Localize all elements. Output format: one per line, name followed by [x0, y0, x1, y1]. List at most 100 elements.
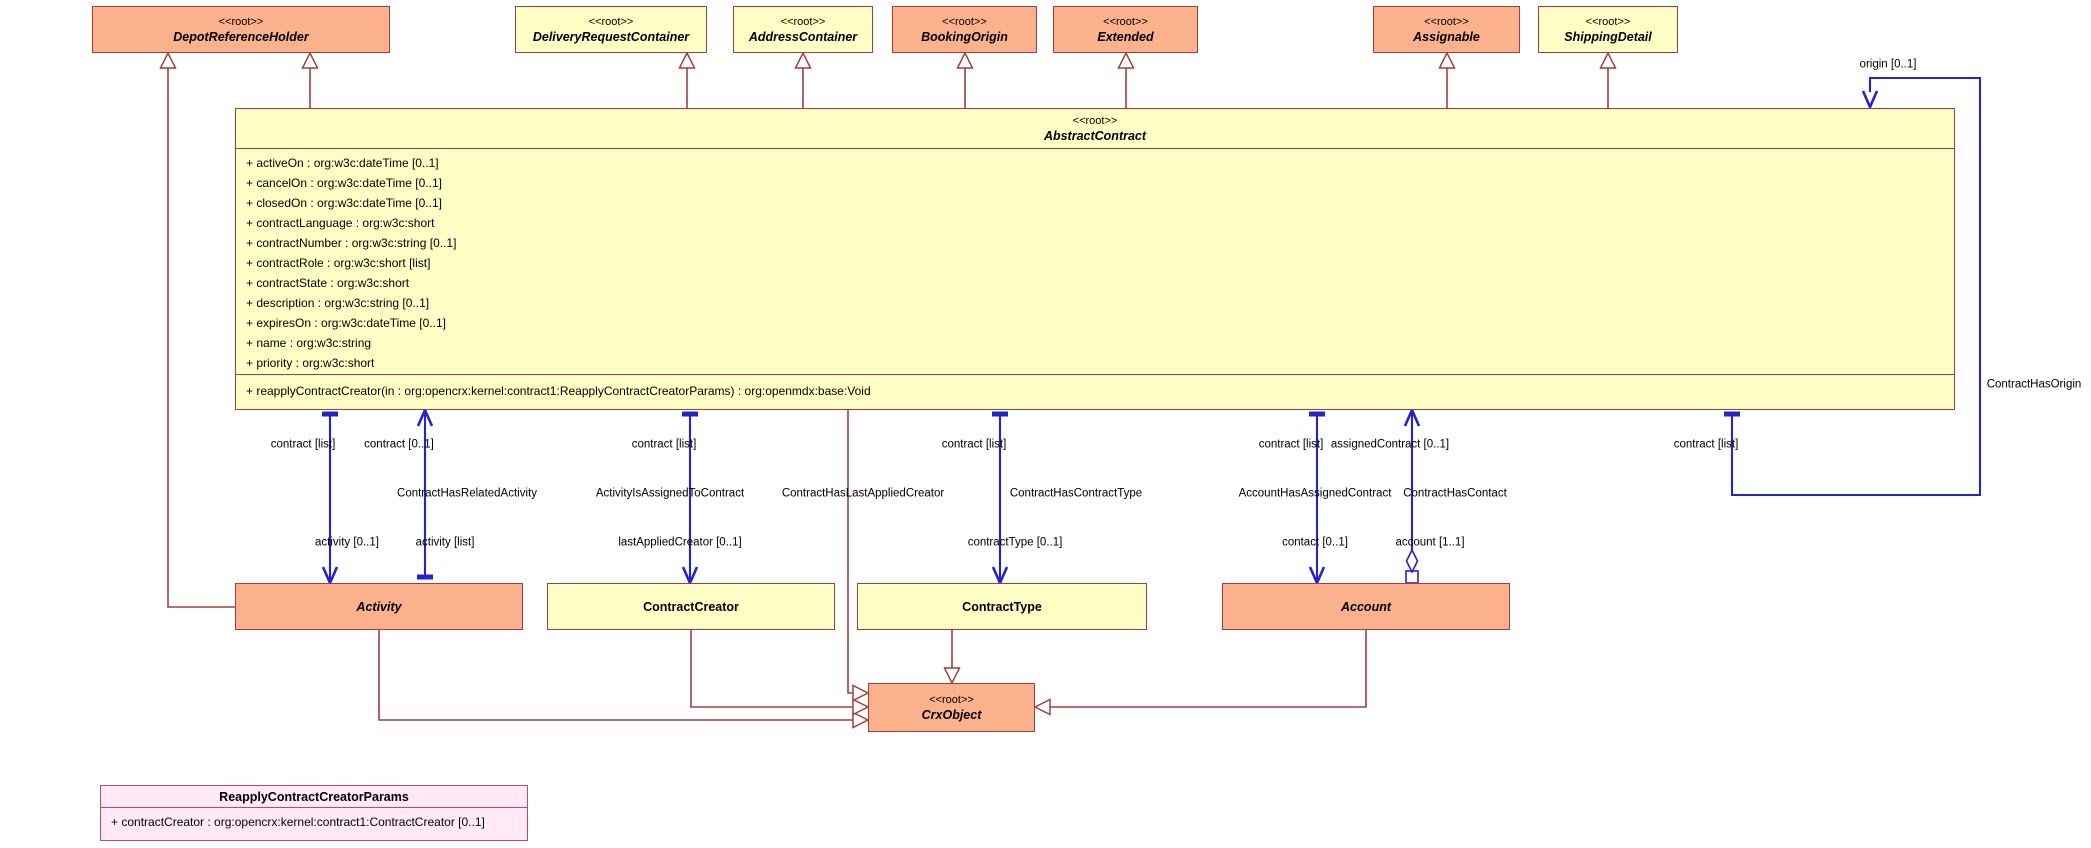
association-arrowhead-icon: [416, 406, 434, 427]
class-bookingorigin[interactable]: <<root>>BookingOrigin: [892, 6, 1037, 53]
gen-abstractcontract-to-crxobject: [847, 410, 870, 702]
class-title: <<root>>ShippingDetail: [1539, 7, 1677, 52]
association-arrowhead-icon: [1403, 406, 1421, 427]
operations-compartment-row: + reapplyContractCreator(in : org:opencr…: [246, 384, 871, 398]
class-assignable[interactable]: <<root>>Assignable: [1373, 6, 1520, 53]
class-activity[interactable]: Activity: [235, 583, 523, 630]
class-name: ContractType: [962, 599, 1042, 614]
class-title: <<root>>DepotReferenceHolder: [93, 7, 389, 52]
class-title: Activity: [236, 584, 522, 629]
class-title: <<root>>AddressContainer: [734, 7, 872, 52]
generalization-arrowhead-icon: [956, 51, 974, 69]
class-name: ShippingDetail: [1564, 29, 1652, 44]
class-extended[interactable]: <<root>>Extended: [1053, 6, 1198, 53]
attributes-compartment-row: + contractRole : org:w3c:short [list]: [246, 256, 431, 270]
generalization-arrowhead-icon: [159, 51, 177, 69]
class-crxobject[interactable]: <<root>>CrxObject: [868, 683, 1035, 732]
gen-abstractcontract-to-extended: [1117, 51, 1135, 108]
class-title: <<root>>DeliveryRequestContainer: [516, 7, 706, 52]
gen-contracttype-to-crxobject: [943, 630, 961, 685]
association-end-tick-icon: [992, 411, 1008, 417]
class-abstractcontract[interactable]: <<root>>AbstractContract+ activeOn : org…: [235, 108, 1955, 410]
generalization-arrowhead-icon: [678, 51, 696, 69]
class-deliveryrequestcontainer[interactable]: <<root>>DeliveryRequestContainer: [515, 6, 707, 53]
class-name: AbstractContract: [1043, 128, 1147, 143]
attributes-compartment-row: + name : org:w3c:string: [246, 336, 372, 350]
class-stereotype: <<root>>: [929, 693, 974, 706]
association-end-tick-icon: [1724, 411, 1740, 417]
class-name: Activity: [356, 599, 402, 614]
attributes-compartment-row: + contractState : org:w3c:short: [246, 276, 410, 290]
class-name: AddressContainer: [748, 29, 858, 44]
gen-abstractcontract-to-shippingdetail: [1599, 51, 1617, 108]
class-name: BookingOrigin: [921, 29, 1008, 44]
association-end-tick-icon: [322, 411, 338, 417]
generalization-arrowhead-icon: [1117, 51, 1135, 69]
generalization-arrowhead-icon: [794, 51, 812, 69]
class-stereotype: <<root>>: [1072, 114, 1118, 127]
class-name: Account: [1341, 599, 1391, 614]
class-account[interactable]: Account: [1222, 583, 1510, 630]
class-reapplycontractcreatorparams[interactable]: ReapplyContractCreatorParams + contractCr…: [100, 785, 528, 841]
class-title: <<root>>AbstractContract: [236, 109, 1954, 148]
class-title: <<root>>Assignable: [1374, 7, 1519, 52]
gen-activity-to-crxobject: [378, 630, 870, 729]
class-name: DeliveryRequestContainer: [532, 29, 690, 44]
attributes-compartment-row: + cancelOn : org:w3c:dateTime [0..1]: [246, 176, 442, 190]
attributes-compartment: + contractCreator : org:opencrx:kernel:c…: [101, 807, 527, 840]
association-arrowhead-icon: [1861, 90, 1879, 111]
attributes-compartment: + activeOn : org:w3c:dateTime [0..1] + ca…: [236, 148, 1954, 374]
class-contractcreator[interactable]: ContractCreator: [547, 583, 835, 630]
generalization-arrowhead-icon: [1438, 51, 1456, 69]
class-title: <<root>>BookingOrigin: [893, 7, 1036, 52]
attributes-compartment-row: + contractCreator : org:opencrx:kernel:c…: [111, 815, 485, 829]
association-end-tick-icon: [417, 574, 433, 580]
association-end-tick-icon: [1309, 411, 1325, 417]
class-title: ContractType: [858, 584, 1146, 629]
attributes-compartment-row: + contractLanguage : org:w3c:short: [246, 216, 435, 230]
association-end-tick-icon: [682, 411, 698, 417]
gen-abstractcontract-to-deliveryrequestcontainer: [678, 51, 696, 108]
class-title: ReapplyContractCreatorParams: [101, 786, 527, 807]
generalization-arrowhead-icon: [852, 711, 870, 729]
class-depotreferenceholder[interactable]: <<root>>DepotReferenceHolder: [92, 6, 390, 53]
generalization-arrowhead-icon: [852, 684, 870, 702]
class-title: Account: [1223, 584, 1509, 629]
gen-abstractcontract-to-bookingorigin: [956, 51, 974, 108]
generalization-arrowhead-icon: [852, 698, 870, 716]
class-stereotype: <<root>>: [1585, 15, 1631, 28]
attributes-compartment-row: + activeOn : org:w3c:dateTime [0..1]: [246, 156, 439, 170]
assoc-activityisassignedtocontract: [416, 406, 434, 580]
assoc-contracthasrelatedactivity: [321, 411, 339, 587]
attributes-compartment-row: + contractNumber : org:w3c:string [0..1]: [246, 236, 457, 250]
attributes-compartment-row: + closedOn : org:w3c:dateTime [0..1]: [246, 196, 442, 210]
generalization-arrowhead-icon: [1033, 698, 1051, 716]
gen-account-to-crxobject: [1033, 630, 1367, 716]
attributes-compartment-row: + priority : org:w3c:short: [246, 356, 375, 370]
generalization-arrowhead-icon: [301, 51, 319, 69]
generalization-arrowhead-icon: [1599, 51, 1617, 69]
gen-abstractcontract-to-addresscontainer: [794, 51, 812, 108]
class-shippingdetail[interactable]: <<root>>ShippingDetail: [1538, 6, 1678, 53]
assoc-contracthasorigin: [1724, 76, 1982, 497]
class-stereotype: <<root>>: [588, 15, 634, 28]
class-addresscontainer[interactable]: <<root>>AddressContainer: [733, 6, 873, 53]
class-stereotype: <<root>>: [218, 15, 264, 28]
class-title: <<root>>Extended: [1054, 7, 1197, 52]
class-stereotype: <<root>>: [780, 15, 826, 28]
gen-abstractcontract-to-depotreferenceholder: [301, 51, 319, 108]
gen-activity-to-depotreferenceholder: [159, 51, 235, 608]
class-title: <<root>>CrxObject: [869, 684, 1034, 731]
class-name: ContractCreator: [643, 599, 739, 614]
aggregation-diamond-icon: [1405, 548, 1419, 574]
class-contracttype[interactable]: ContractType: [857, 583, 1147, 630]
class-stereotype: <<root>>: [1103, 15, 1148, 28]
assoc-accounthasassignedcontract: [1308, 411, 1326, 587]
class-name: ReapplyContractCreatorParams: [219, 789, 409, 804]
gen-abstractcontract-to-assignable: [1438, 51, 1456, 108]
class-name: DepotReferenceHolder: [173, 29, 309, 44]
class-title: ContractCreator: [548, 584, 834, 629]
operations-compartment: + reapplyContractCreator(in : org:opencr…: [236, 374, 1954, 409]
